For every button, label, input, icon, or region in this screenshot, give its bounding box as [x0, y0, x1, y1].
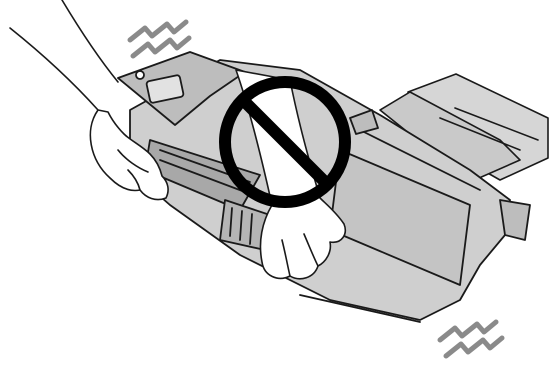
shake-mark-bottom-right-2	[446, 338, 502, 356]
shake-mark-top-left	[130, 22, 186, 40]
shake-mark-top-left-2	[133, 38, 189, 56]
left-arm	[10, 0, 118, 110]
power-button	[136, 71, 144, 79]
shake-mark-bottom-right	[440, 322, 496, 340]
